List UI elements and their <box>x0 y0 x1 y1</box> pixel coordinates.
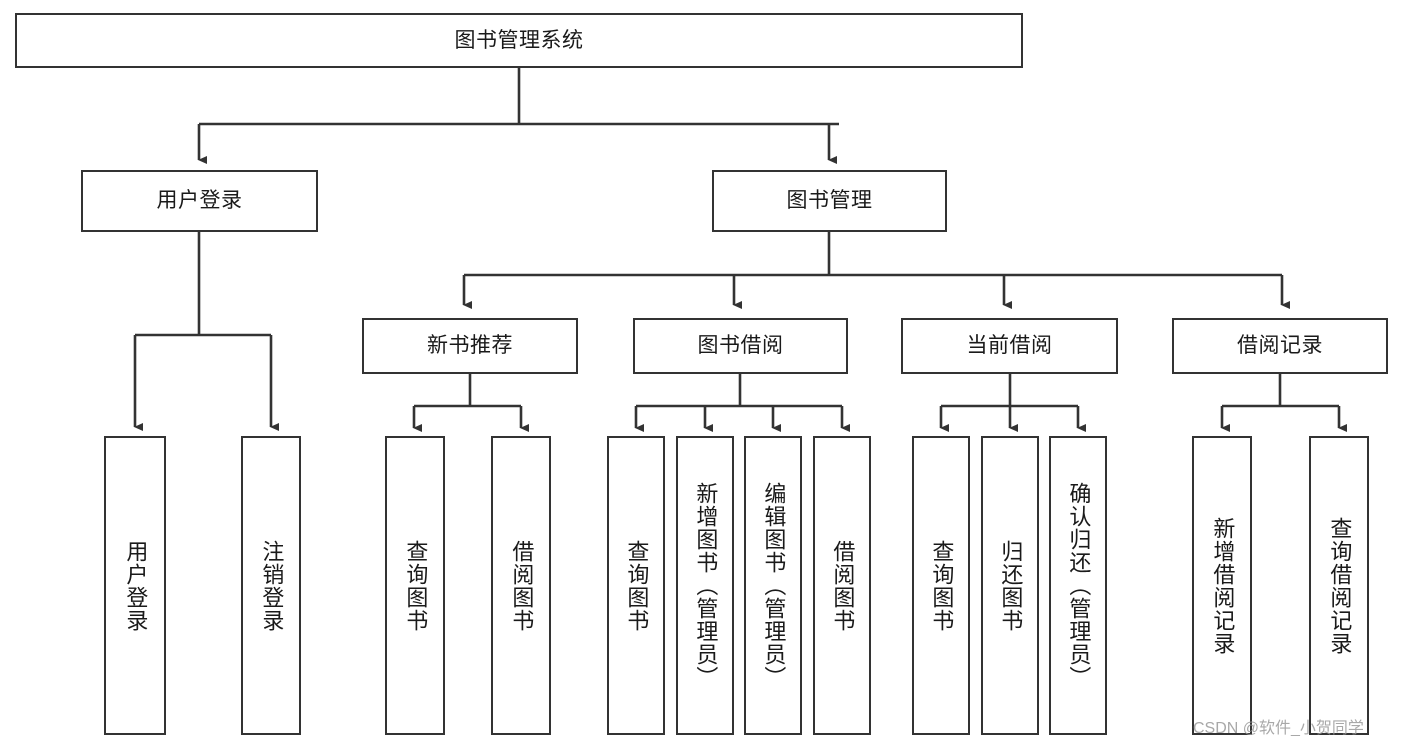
node-label: 查询借阅记录 <box>1327 516 1353 655</box>
node-root-system[interactable]: 图书管理系统 <box>15 13 1023 68</box>
node-label: 图书管理系统 <box>454 28 584 52</box>
node-label: 查询图书 <box>624 539 650 632</box>
csdn-watermark: CSDN @软件_小贺同学 <box>1193 720 1364 737</box>
node-label: 确认归还（管理员） <box>1066 482 1092 689</box>
node-book-manage[interactable]: 图书管理 <box>712 170 947 232</box>
node-leaf-query-book-1[interactable]: 查询图书 <box>385 436 445 735</box>
node-label: 图书管理 <box>786 189 873 213</box>
node-label: 图书借阅 <box>697 334 784 358</box>
node-leaf-confirm-return[interactable]: 确认归还（管理员） <box>1049 436 1107 735</box>
node-leaf-add-book[interactable]: 新增图书（管理员） <box>676 436 734 735</box>
node-label: 新书推荐 <box>427 334 513 358</box>
node-leaf-edit-book[interactable]: 编辑图书（管理员） <box>744 436 802 735</box>
node-book-borrow[interactable]: 图书借阅 <box>633 318 848 374</box>
node-new-book-recommend[interactable]: 新书推荐 <box>362 318 578 374</box>
node-current-borrow[interactable]: 当前借阅 <box>901 318 1118 374</box>
node-label: 归还图书 <box>998 539 1024 632</box>
node-leaf-query-book-2[interactable]: 查询图书 <box>607 436 665 735</box>
node-borrow-record[interactable]: 借阅记录 <box>1172 318 1388 374</box>
node-label: 新增借阅记录 <box>1210 516 1236 655</box>
node-leaf-query-borrow-record[interactable]: 查询借阅记录 <box>1309 436 1369 735</box>
node-label: 借阅图书 <box>509 539 535 632</box>
node-label: 查询图书 <box>403 539 429 632</box>
node-leaf-return-book[interactable]: 归还图书 <box>981 436 1039 735</box>
node-label: 借阅图书 <box>830 539 856 632</box>
node-label: 注销登录 <box>259 539 285 632</box>
node-label: 借阅记录 <box>1237 334 1323 358</box>
node-leaf-user-login[interactable]: 用户登录 <box>104 436 166 735</box>
node-leaf-add-borrow-record[interactable]: 新增借阅记录 <box>1192 436 1252 735</box>
node-label: 用户登录 <box>156 189 243 213</box>
node-leaf-logout-login[interactable]: 注销登录 <box>241 436 301 735</box>
node-label: 查询图书 <box>929 539 955 632</box>
node-label: 用户登录 <box>123 539 149 632</box>
node-label: 编辑图书（管理员） <box>761 482 787 689</box>
node-leaf-borrow-book-2[interactable]: 借阅图书 <box>813 436 871 735</box>
node-label: 新增图书（管理员） <box>693 482 719 689</box>
node-leaf-borrow-book-1[interactable]: 借阅图书 <box>491 436 551 735</box>
node-leaf-query-book-3[interactable]: 查询图书 <box>912 436 970 735</box>
node-label: 当前借阅 <box>966 334 1053 358</box>
node-user-login[interactable]: 用户登录 <box>81 170 318 232</box>
